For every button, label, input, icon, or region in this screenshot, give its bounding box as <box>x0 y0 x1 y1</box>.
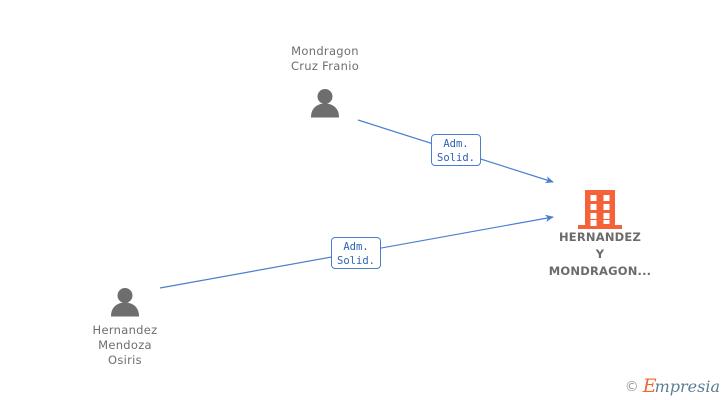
copyright-icon: © <box>624 378 639 395</box>
building-icon[interactable] <box>578 190 622 229</box>
person-icon[interactable] <box>111 288 139 317</box>
edge-label-adm-solid-top[interactable]: Adm. Solid. <box>431 134 481 166</box>
empresia-watermark: © Empresia <box>624 375 720 397</box>
node-label-person-hernandez: Hernandez Mendoza Osiris <box>92 323 158 367</box>
watermark-brand-rest: mpresia <box>654 377 720 396</box>
node-label-company: HERNANDEZ Y MONDRAGON... <box>548 230 652 278</box>
person-icon[interactable] <box>311 89 339 118</box>
node-label-person-mondragon: Mondragon Cruz Franio <box>290 44 360 73</box>
watermark-brand-initial: E <box>642 375 657 397</box>
edge-label-adm-solid-bottom[interactable]: Adm. Solid. <box>331 237 381 269</box>
